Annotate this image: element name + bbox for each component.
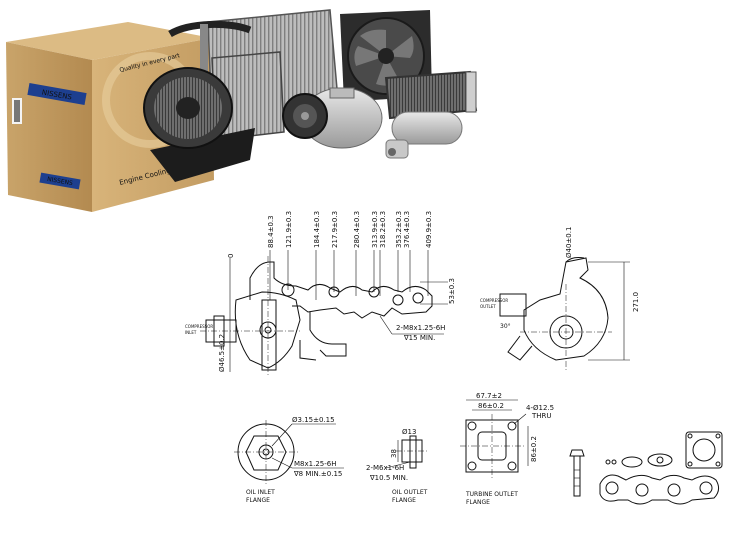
svg-text:353.2±0.3: 353.2±0.3 (395, 211, 403, 248)
side-angle-label: 30° (500, 323, 511, 330)
gasket-kit (569, 431, 723, 505)
turbo-front-view: COMPRESSOR INLET (185, 250, 448, 376)
compressor-icon (282, 87, 383, 149)
outlet-caption: OIL OUTLET (392, 489, 428, 496)
side-dia-label: Ø40±0.1 (565, 227, 573, 258)
svg-text:376.4±0.3: 376.4±0.3 (403, 211, 411, 248)
main-depth-label: ∇15 MIN. (403, 334, 435, 342)
product-photo: NISSENS NISSENS Engine Cooling & Climate… (6, 9, 478, 212)
receiver-drier-icon (385, 111, 463, 159)
svg-text:121.9±0.3: 121.9±0.3 (285, 211, 293, 248)
turbine-caption: TURBINE OUTLET (465, 491, 518, 498)
svg-text:184.4±0.3: 184.4±0.3 (313, 211, 321, 248)
outlet-38-label: 38 (390, 449, 398, 458)
outlet-caption-2: FLANGE (392, 497, 416, 504)
turbine-holes-label: 4-Ø12.5 (526, 404, 554, 412)
blower-fan-icon (143, 67, 255, 182)
inlet-caption-2: FLANGE (246, 497, 270, 504)
svg-text:COMPRESSOR: COMPRESSOR (185, 324, 213, 329)
heater-core-icon (384, 70, 478, 120)
inlet-depth-label: ∇8 MIN.±0.15 (293, 470, 342, 478)
svg-text:INLET: INLET (185, 330, 197, 335)
svg-text:409.9±0.3: 409.9±0.3 (425, 211, 433, 248)
turbine-thru-label: THRU (531, 412, 552, 420)
turbine-caption-2: FLANGE (466, 499, 490, 506)
oil-inlet-flange (234, 420, 344, 484)
inlet-caption: OIL INLET (246, 489, 275, 496)
svg-text:217.9±0.3: 217.9±0.3 (331, 211, 339, 248)
svg-text:88.4±0.3: 88.4±0.3 (267, 215, 275, 248)
technical-drawing: COMPRESSOR INLET 0 88.4±0.3 121.9±0.3 18… (185, 211, 723, 506)
oil-outlet-flange (385, 435, 428, 469)
outlet-depth-label: ∇10.5 MIN. (369, 474, 408, 482)
main-thread-label: 2-M8x1.25-6H (396, 324, 445, 332)
outlet-thread-label: 2-M6x1-6H (366, 464, 404, 472)
outlet-dia-label: Ø13 (402, 428, 416, 436)
inlet-dia-label: Ø3.15±0.15 (292, 416, 335, 424)
turbine-67-label: 67.7±2 (476, 392, 502, 400)
turbine-86-label: 86±0.2 (478, 402, 504, 410)
svg-text:313.9±0.3: 313.9±0.3 (371, 211, 379, 248)
svg-text:0: 0 (227, 254, 235, 258)
svg-text:OUTLET: OUTLET (480, 304, 496, 309)
svg-text:Ø46.5±0.2: Ø46.5±0.2 (218, 334, 226, 372)
svg-text:318.2±0.3: 318.2±0.3 (379, 211, 387, 248)
turbine-86v-label: 86±0.2 (530, 436, 538, 462)
svg-text:280.4±0.3: 280.4±0.3 (353, 211, 361, 248)
turbine-outlet-flange (460, 399, 529, 478)
dimension-labels-top: 0 88.4±0.3 121.9±0.3 184.4±0.3 217.9±0.3… (218, 211, 456, 372)
svg-text:COMPRESSOR: COMPRESSOR (480, 298, 508, 303)
svg-text:53±0.3: 53±0.3 (448, 278, 456, 304)
brand-logo-bottom: NISSENS (47, 176, 74, 187)
inlet-thread-label: M8x1.25-6H (294, 460, 336, 468)
side-height-label: 271.0 (632, 292, 640, 312)
turbo-side-view: COMPRESSOR OUTLET (480, 257, 630, 372)
